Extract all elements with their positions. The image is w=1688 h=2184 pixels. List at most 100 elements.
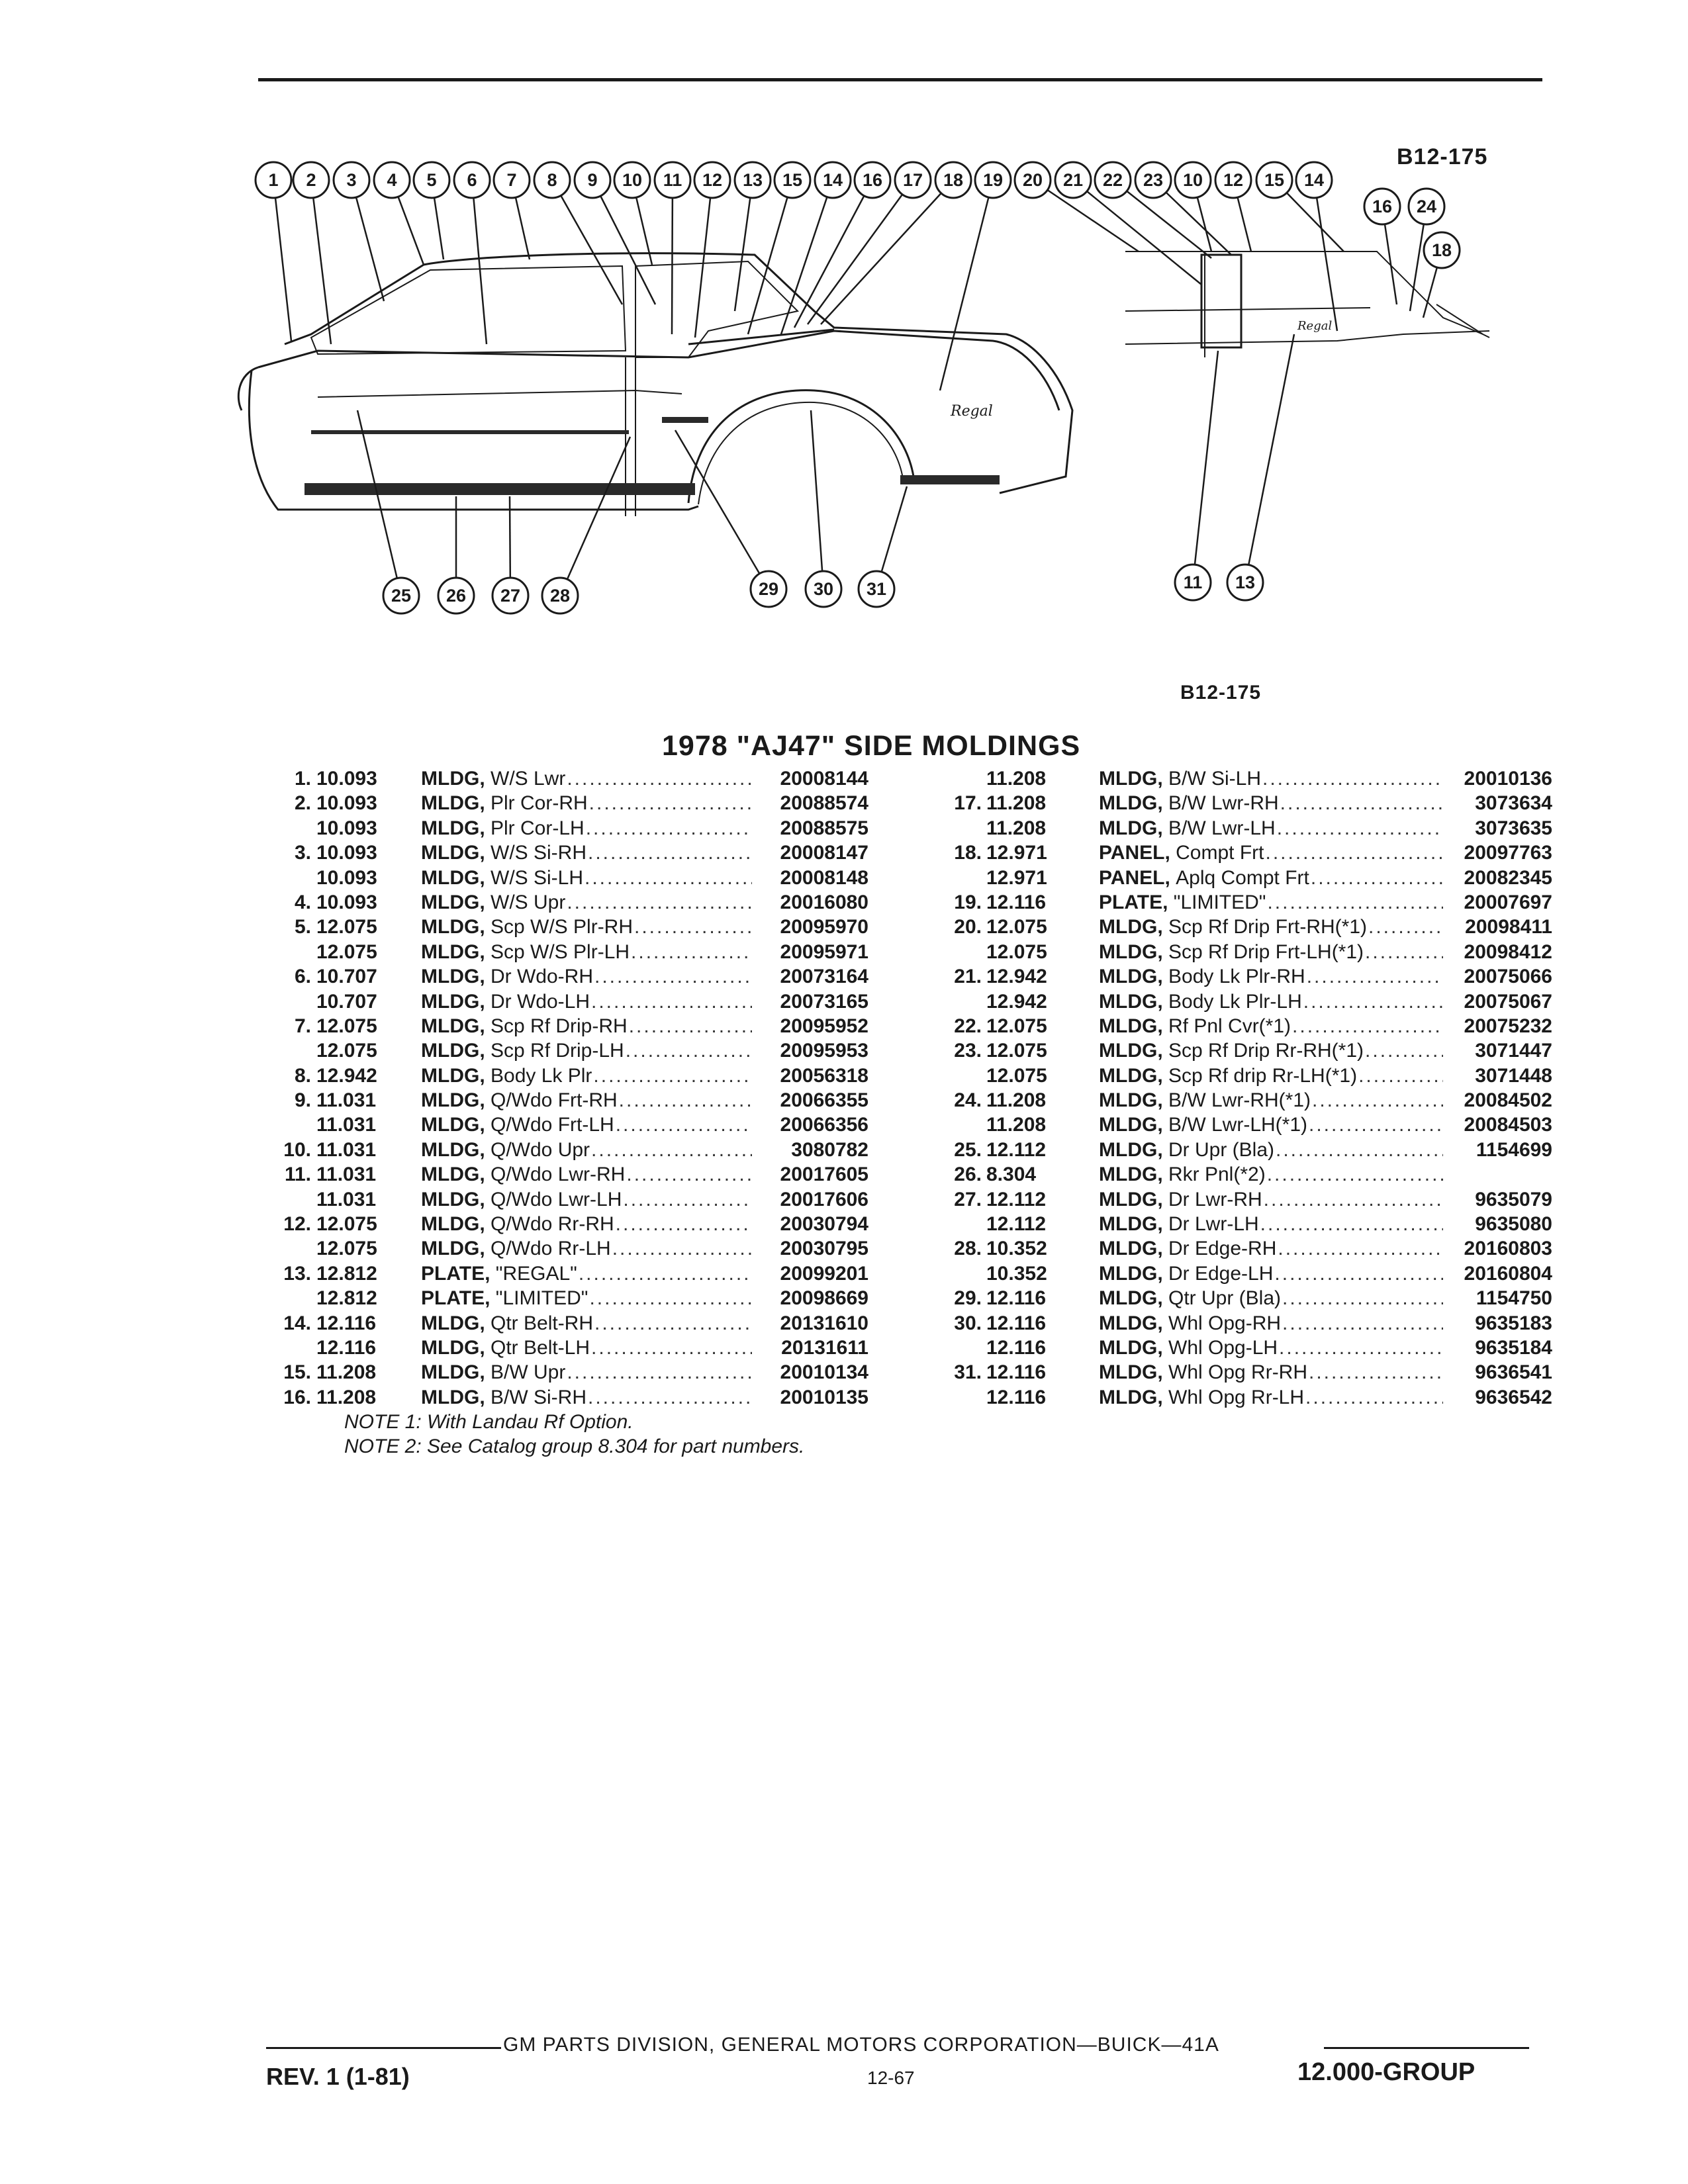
callout-15: 15 <box>782 170 802 190</box>
item-number: 24. <box>954 1089 982 1112</box>
part-category: MLDG, <box>1099 990 1163 1013</box>
catalog-group: 12.075 <box>986 1015 1047 1037</box>
part-description: MLDG, Q/Wdo Upr.........................… <box>421 1139 752 1161</box>
part-category: MLDG, <box>421 1138 485 1161</box>
catalog-group: 12.075 <box>986 916 1047 938</box>
footer-rule-right <box>1324 2047 1529 2049</box>
callout-20: 20 <box>1023 170 1043 190</box>
callout-30: 30 <box>814 579 833 599</box>
part-name: Whl Opg Rr-RH <box>1168 1361 1308 1384</box>
part-description: MLDG, B/W Si-RH.........................… <box>421 1387 752 1409</box>
catalog-group: 12.116 <box>986 1312 1047 1334</box>
leader-dots: ........................................… <box>618 1089 752 1112</box>
part-category: MLDG, <box>1099 1287 1163 1310</box>
leader-dots: ........................................… <box>567 1361 752 1384</box>
callout-2: 2 <box>306 170 316 190</box>
part-number: 20010134 <box>780 1361 868 1384</box>
catalog-group: 12.942 <box>986 966 1047 988</box>
catalog-group: 12.116 <box>986 1287 1047 1310</box>
callout-12: 12 <box>702 170 722 190</box>
part-number: 20095953 <box>780 1040 868 1062</box>
callout-10: 10 <box>622 170 642 190</box>
callout-5: 5 <box>426 170 436 190</box>
part-category: MLDG, <box>421 1238 485 1260</box>
catalog-group: 12.075 <box>986 940 1047 963</box>
callouts-top-main: 1 2 3 4 5 6 7 8 9 10 11 12 13 15 14 16 1… <box>254 161 1012 199</box>
part-category: MLDG, <box>1099 1361 1163 1384</box>
item-number: 8. <box>294 1064 311 1087</box>
part-category: MLDG, <box>421 768 485 790</box>
catalog-group: 12.116 <box>986 891 1047 913</box>
part-name: Rf Pnl Cvr(*1) <box>1168 1015 1291 1037</box>
part-description: MLDG, Body Lk Plr-RH....................… <box>1099 966 1443 988</box>
item-number: 26. <box>954 1163 982 1186</box>
catalog-group: 8.304 <box>986 1163 1037 1186</box>
part-name: B/W Lwr-LH <box>1168 817 1276 839</box>
leader-dots: ........................................… <box>1266 1163 1443 1186</box>
part-name: W/S Si-RH <box>491 842 586 864</box>
part-number: 20095971 <box>780 940 868 963</box>
part-name: Scp Rf Drip Frt-RH(*1) <box>1168 916 1368 938</box>
leader-dots: ........................................… <box>615 1213 752 1236</box>
part-number: 20008148 <box>780 866 868 889</box>
part-name: Q/Wdo Upr <box>491 1138 590 1161</box>
catalog-group: 12.942 <box>316 1064 377 1087</box>
part-description: PLATE, "LIMITED"........................… <box>1099 891 1443 914</box>
part-category: MLDG, <box>1099 940 1163 963</box>
leader-dots: ........................................… <box>1265 842 1444 864</box>
leader-dots: ........................................… <box>585 817 752 839</box>
part-description: MLDG, Q/Wdo Rr-RH.......................… <box>421 1213 752 1236</box>
part-name: Scp W/S Plr-RH <box>491 916 633 938</box>
item-number: 22. <box>954 1015 982 1037</box>
part-description: MLDG, Scp Rf Drip-RH....................… <box>421 1015 752 1038</box>
part-category: MLDG, <box>421 1064 485 1087</box>
regal-badge-detail: Regal <box>1297 319 1332 333</box>
part-category: MLDG, <box>421 1336 485 1359</box>
part-number: 20098411 <box>1465 916 1552 938</box>
leader-dots: ........................................… <box>1278 1238 1443 1260</box>
part-category: MLDG, <box>421 817 485 839</box>
part-name: Dr Upr (Bla) <box>1168 1138 1275 1161</box>
part-description: MLDG, W/S Lwr...........................… <box>421 768 752 790</box>
catalog-group: 10.093 <box>316 891 377 913</box>
part-name: Qtr Upr (Bla) <box>1168 1287 1282 1310</box>
part-name: "LIMITED" <box>1173 891 1266 913</box>
part-number: 20097763 <box>1464 842 1552 864</box>
leader-dots: ........................................… <box>589 1287 752 1310</box>
part-category: MLDG, <box>1099 817 1163 839</box>
leader-dots: ........................................… <box>1365 940 1443 963</box>
part-category: MLDG, <box>421 1361 485 1384</box>
item-number: 1. <box>294 768 311 790</box>
leader-dots: ........................................… <box>567 768 752 790</box>
part-category: MLDG, <box>421 1114 485 1136</box>
part-description: MLDG, Body Lk Plr-LH....................… <box>1099 991 1443 1013</box>
part-category: MLDG, <box>1099 966 1163 988</box>
callout-19: 19 <box>983 170 1003 190</box>
callout-16-detail: 16 <box>1372 197 1392 216</box>
part-name: Body Lk Plr-RH <box>1168 966 1305 988</box>
part-number: 20010136 <box>1464 768 1552 790</box>
callout-8: 8 <box>547 170 557 190</box>
part-description: MLDG, Scp Rf Drip-LH....................… <box>421 1040 752 1062</box>
part-description: MLDG, Whl Opg-RH........................… <box>1099 1312 1443 1335</box>
catalog-group: 11.031 <box>316 1163 377 1186</box>
leader-dots: ........................................… <box>588 842 752 864</box>
part-name: Scp Rf drip Rr-LH(*1) <box>1168 1064 1358 1087</box>
part-category: MLDG, <box>421 1015 485 1037</box>
catalog-group: 11.208 <box>986 1089 1047 1112</box>
part-category: PLATE, <box>421 1287 491 1310</box>
part-category: MLDG, <box>1099 1213 1163 1236</box>
item-number: 20. <box>954 916 982 938</box>
item-number: 30. <box>954 1312 982 1334</box>
leader-dots: ........................................… <box>1309 1361 1443 1384</box>
callout-1: 1 <box>268 170 278 190</box>
callout-11: 11 <box>663 170 682 190</box>
part-category: MLDG, <box>421 1312 485 1334</box>
catalog-group: 11.208 <box>986 768 1047 790</box>
part-description: MLDG, Q/Wdo Frt-LH......................… <box>421 1114 752 1136</box>
part-name: Scp W/S Plr-LH <box>491 940 630 963</box>
callout-17: 17 <box>903 170 923 190</box>
part-number: 1154750 <box>1476 1287 1552 1310</box>
item-number: 14. <box>283 1312 311 1334</box>
leader-dots: ........................................… <box>628 1015 752 1037</box>
